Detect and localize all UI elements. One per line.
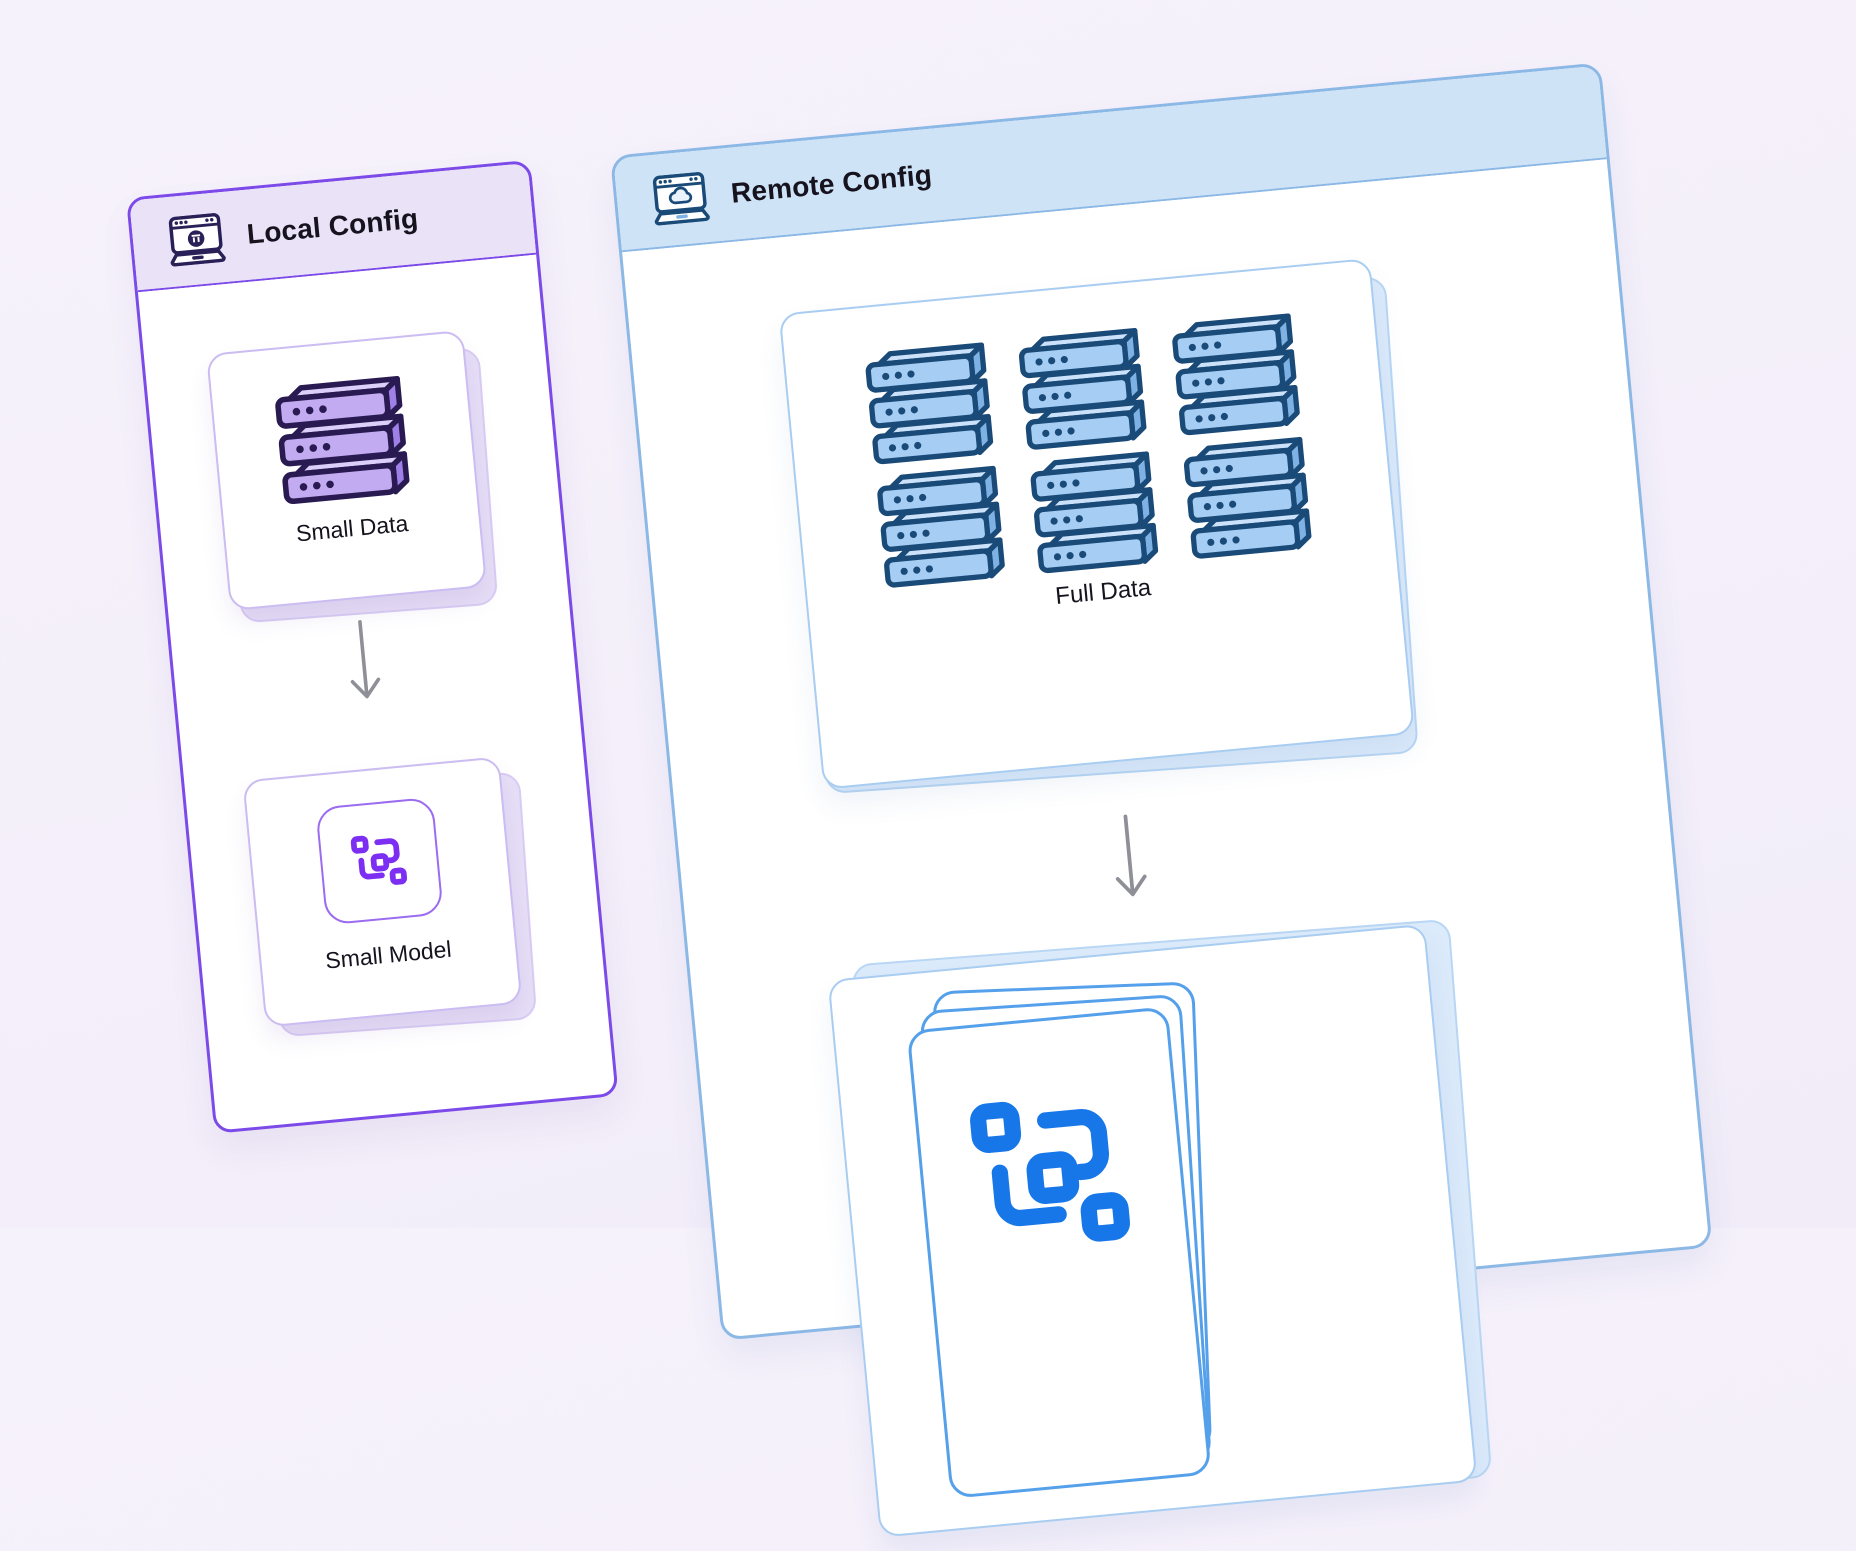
browser-window-icon [165, 212, 227, 267]
model-stack [906, 981, 1213, 1499]
model-stack-front-card [906, 1006, 1212, 1499]
local-config-body: Small Data Small Model [138, 257, 615, 1131]
database-server-stack-icon [1025, 449, 1167, 575]
database-server-stack-icon [871, 463, 1013, 589]
model-nodes-icon [953, 1075, 1151, 1273]
diagram-canvas: Local Config Small Data [126, 62, 1713, 1538]
full-data-label: Full Data [1054, 574, 1153, 610]
remote-config-title: Remote Config [729, 158, 934, 209]
local-config-title: Local Config [245, 202, 420, 250]
small-model-card: Small Model [242, 756, 523, 1028]
browser-cloud-icon [649, 171, 711, 226]
full-data-card-group: Full Data [778, 257, 1419, 795]
small-data-icon-row [269, 373, 418, 505]
small-data-card-group: Small Data [206, 329, 499, 624]
small-model-label: Small Model [324, 935, 453, 974]
database-server-stack-icon [1013, 325, 1155, 451]
full-model-card [827, 923, 1478, 1538]
remote-config-panel: Remote Config Full Data [610, 62, 1713, 1538]
small-model-badge [315, 796, 444, 926]
small-data-card: Small Data [206, 329, 488, 612]
model-nodes-icon [345, 826, 415, 896]
down-arrow-icon [340, 617, 389, 716]
database-server-stack-icon [1178, 434, 1320, 560]
local-config-panel: Local Config Small Data [126, 159, 619, 1134]
full-data-server-grid [860, 311, 1320, 589]
remote-config-body: Full Data [622, 159, 1709, 1538]
small-data-label: Small Data [294, 509, 410, 547]
down-arrow-icon [1105, 812, 1154, 915]
database-server-stack-icon [860, 340, 1002, 466]
small-model-card-group: Small Model [242, 756, 538, 1038]
full-data-card: Full Data [778, 257, 1415, 790]
database-server-stack-icon [1166, 311, 1308, 437]
database-server-stack-icon [269, 373, 418, 505]
full-model-card-group [827, 918, 1493, 1538]
